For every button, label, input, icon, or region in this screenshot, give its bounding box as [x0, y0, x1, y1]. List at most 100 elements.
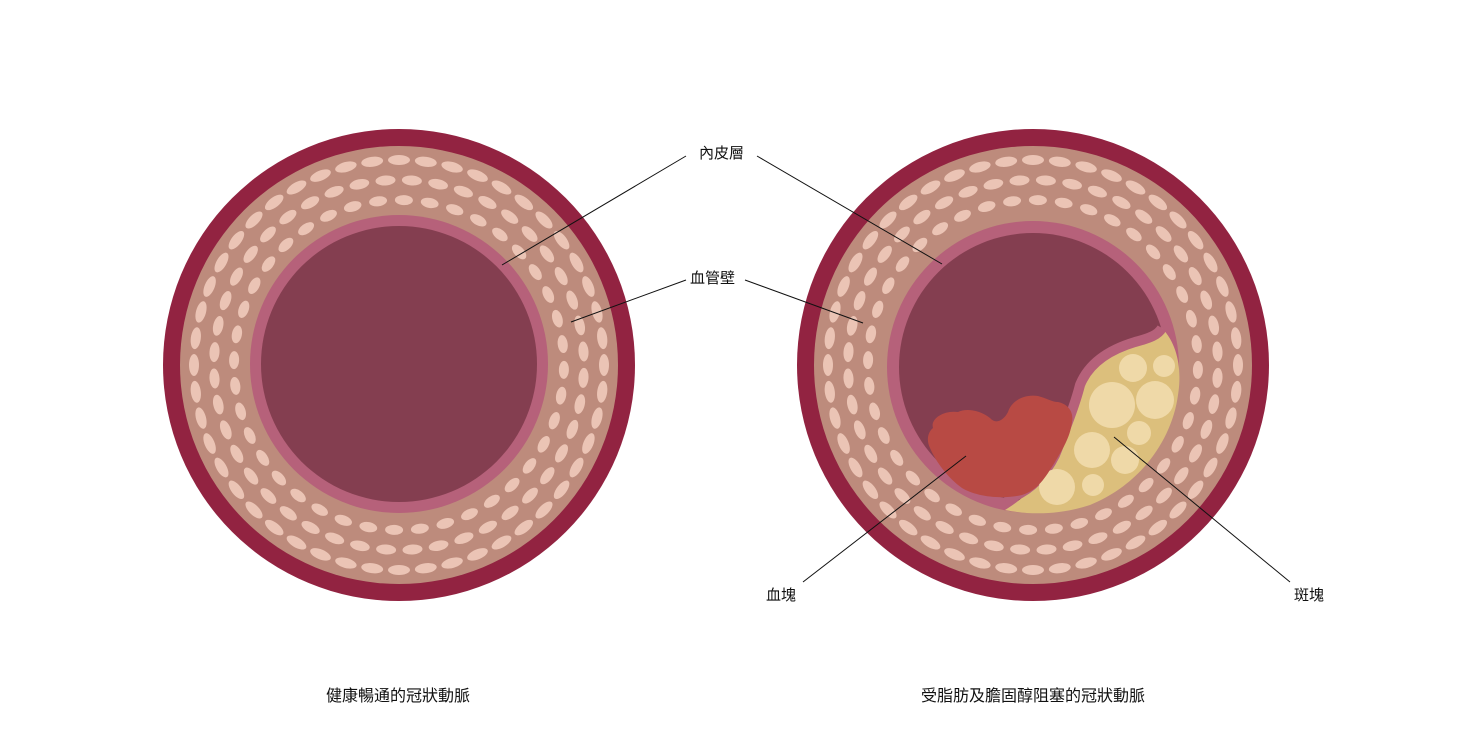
wall-cell — [837, 433, 850, 454]
wall-cell — [470, 214, 487, 227]
wall-cell — [260, 488, 277, 504]
wall-cell — [228, 230, 245, 250]
wall-cell — [1070, 517, 1089, 529]
wall-cell — [491, 180, 512, 195]
wall-cell — [553, 480, 570, 500]
wall-cell — [1156, 458, 1171, 474]
wall-cell — [361, 156, 384, 167]
wall-cell — [540, 467, 555, 485]
wall-cell — [478, 196, 497, 209]
wall-cell — [848, 252, 863, 273]
wall-cell — [286, 180, 307, 195]
wall-cell — [410, 523, 429, 534]
wall-cell — [504, 477, 520, 493]
wall-cell — [203, 433, 216, 454]
wall-cell — [913, 209, 931, 225]
wall-cell — [414, 156, 437, 167]
wall-cell — [582, 433, 595, 454]
wall-cell — [879, 211, 897, 229]
wall-cell — [361, 563, 384, 574]
wall-cell — [1062, 178, 1082, 190]
wall-cell — [209, 342, 220, 363]
wall-cell — [219, 291, 232, 311]
wall-cell — [228, 480, 245, 500]
wall-cell — [1095, 508, 1112, 521]
wall-cell — [853, 420, 866, 440]
wall-cell — [905, 470, 921, 486]
wall-cell — [824, 380, 835, 403]
wall-cell — [1088, 532, 1108, 545]
wall-cell — [521, 226, 538, 242]
wall-cell — [1087, 185, 1107, 198]
wall-cell — [334, 514, 352, 526]
wall-cell — [461, 508, 478, 521]
wall-cell — [566, 419, 579, 439]
wall-cell — [1173, 245, 1189, 263]
wall-cell — [865, 325, 877, 344]
wall-cell — [1062, 540, 1083, 552]
wall-cell — [243, 427, 256, 444]
wall-cell — [1189, 386, 1201, 405]
wall-cell — [401, 175, 422, 186]
wall-cell — [209, 368, 220, 389]
wall-cell — [441, 161, 463, 173]
wall-cell — [290, 488, 306, 503]
wall-cell — [376, 544, 397, 555]
wall-cell — [243, 467, 259, 485]
wall-cell — [542, 286, 555, 303]
wall-cell — [335, 557, 357, 569]
leader-wall-right — [744, 279, 864, 324]
wall-cell — [872, 300, 884, 318]
wall-cell — [229, 351, 240, 370]
wall-cell — [214, 457, 229, 478]
wall-cell — [436, 517, 455, 529]
wall-cell — [256, 449, 270, 466]
wall-cell — [1225, 301, 1237, 323]
wall-cell — [554, 267, 568, 286]
leader-clot — [802, 455, 967, 583]
wall-cell — [1191, 335, 1202, 354]
wall-cell — [995, 156, 1018, 167]
wall-cell — [230, 444, 244, 463]
wall-cell — [1048, 563, 1071, 574]
wall-cell — [1176, 286, 1189, 303]
wall-cell — [597, 380, 608, 403]
wall-cell — [864, 444, 878, 463]
wall-cell — [591, 407, 603, 429]
wall-cell — [977, 201, 996, 213]
wall-cell — [1174, 467, 1189, 485]
wall-cell — [537, 436, 550, 453]
wall-cell — [823, 354, 833, 376]
wall-cell — [511, 244, 527, 260]
wall-cell — [829, 301, 841, 323]
wall-cell — [214, 252, 229, 273]
wall-cell — [932, 222, 949, 236]
wall-cell — [1233, 354, 1243, 376]
wall-cell — [566, 290, 579, 310]
wall-cell — [935, 521, 954, 534]
wall-cell — [1126, 227, 1142, 242]
healthy-wall-cells — [189, 155, 609, 575]
wall-cell — [535, 211, 553, 229]
wall-cell — [1138, 477, 1154, 493]
wall-cell — [920, 180, 941, 195]
wall-cell — [853, 291, 866, 311]
wall-cell — [1145, 244, 1161, 260]
wall-cell — [335, 161, 357, 173]
blocked-wall-cells — [823, 155, 1243, 575]
wall-cell — [969, 557, 991, 569]
blood-clot — [927, 395, 1073, 498]
wall-cell — [264, 194, 284, 211]
caption-healthy-artery: 健康暢通的冠狀動脈 — [325, 686, 470, 705]
wall-cell — [1022, 565, 1044, 575]
wall-cell — [343, 201, 362, 213]
wall-cell — [514, 519, 534, 536]
wall-cell — [1048, 156, 1071, 167]
wall-cell — [219, 420, 232, 440]
wall-cell — [1148, 519, 1168, 536]
wall-cell — [1225, 407, 1237, 429]
wall-cell — [1188, 267, 1202, 286]
wall-cell — [882, 277, 895, 294]
wall-cell — [968, 514, 986, 526]
